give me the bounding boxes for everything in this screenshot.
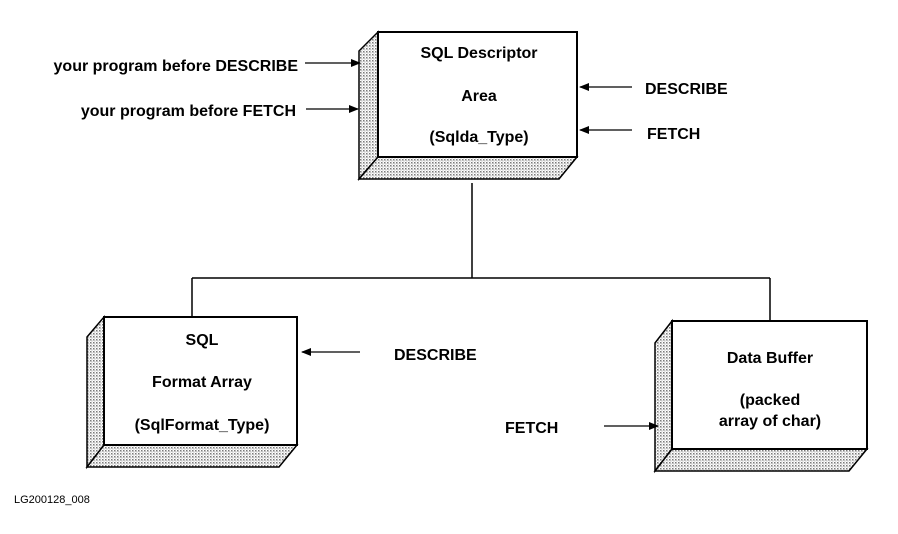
buffer-desc-line2: array of char)	[719, 413, 821, 430]
format-type: (SqlFormat_Type)	[135, 417, 270, 434]
sql-format-array-box: SQL Format Array (SqlFormat_Type)	[85, 314, 299, 470]
data-buffer-box: Data Buffer (packed array of char)	[653, 318, 869, 474]
descriptor-fetch-label: FETCH	[647, 126, 700, 143]
format-subtitle: Format Array	[152, 374, 252, 391]
format-describe-input: DESCRIBE	[301, 347, 477, 364]
buffer-box-bottom-face	[653, 448, 869, 472]
descriptor-box-bottom-face	[357, 156, 579, 180]
before-fetch-label: your program before FETCH	[81, 103, 296, 120]
format-box-left-face	[86, 314, 105, 470]
descriptor-box-front	[377, 31, 578, 158]
buffer-box-left-face	[654, 318, 673, 474]
buffer-desc-line1: (packed	[740, 392, 800, 409]
descriptor-describe-label: DESCRIBE	[645, 81, 728, 98]
figure-id: LG200128_008	[14, 494, 90, 506]
descriptor-fetch-input: FETCH	[579, 126, 700, 143]
format-title: SQL	[186, 332, 219, 349]
descriptor-type: (Sqlda_Type)	[429, 129, 528, 146]
descriptor-title: SQL Descriptor	[420, 45, 537, 62]
format-describe-label: DESCRIBE	[394, 347, 477, 364]
descriptor-box-left-face	[358, 30, 379, 182]
sql-descriptor-area-box: SQL Descriptor Area (Sqlda_Type)	[357, 30, 579, 182]
format-box-front	[103, 316, 298, 446]
buffer-title: Data Buffer	[727, 350, 813, 367]
format-box-bottom-face	[85, 444, 299, 468]
buffer-fetch-label: FETCH	[505, 420, 558, 437]
descriptor-describe-input: DESCRIBE	[579, 81, 728, 98]
input-before-describe: your program before DESCRIBE	[54, 58, 361, 75]
connector-tree	[191, 183, 771, 321]
buffer-fetch-input: FETCH	[505, 420, 659, 437]
input-before-fetch: your program before FETCH	[81, 103, 359, 120]
descriptor-subtitle: Area	[461, 88, 497, 105]
buffer-box-front	[671, 320, 868, 450]
before-describe-label: your program before DESCRIBE	[54, 58, 299, 75]
